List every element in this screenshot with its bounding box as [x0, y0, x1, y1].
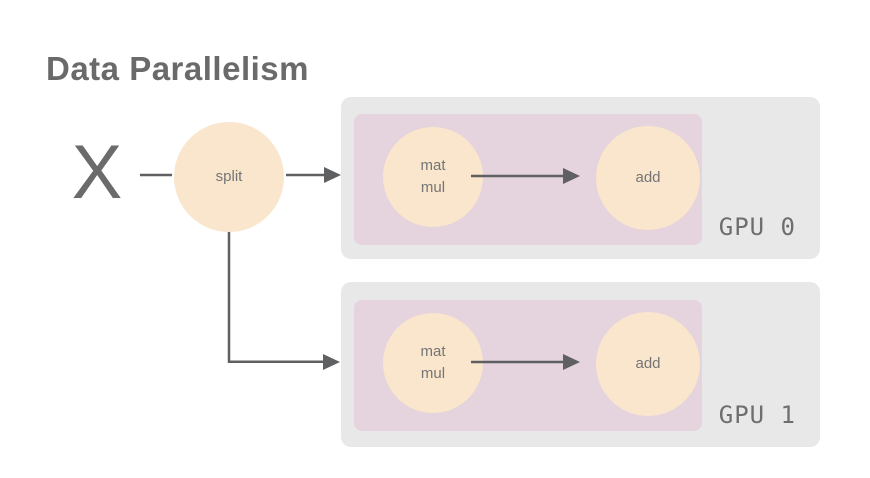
gpu1-box: mat mul add GPU 1 [341, 282, 820, 447]
arrowhead-split-to-gpu0 [324, 167, 341, 183]
gpu1-op-group: mat mul add [354, 300, 702, 431]
gpu1-matmul-node: mat mul [383, 313, 483, 413]
diagram-title: Data Parallelism [46, 50, 309, 87]
gpu1-add-node: add [596, 312, 700, 416]
edge-split-to-gpu1 [227, 232, 324, 363]
arrowhead-split-to-gpu1 [323, 354, 340, 370]
gpu0-label: GPU 0 [718, 213, 796, 241]
gpu0-add-node: add [596, 126, 700, 230]
gpu0-box: mat mul add GPU 0 [341, 97, 820, 259]
gpu0-matmul-node: mat mul [383, 127, 483, 227]
input-x-label: X [71, 130, 123, 215]
gpu1-label: GPU 1 [718, 401, 796, 429]
gpu0-op-group: mat mul add [354, 114, 702, 245]
split-node: split [174, 122, 284, 232]
